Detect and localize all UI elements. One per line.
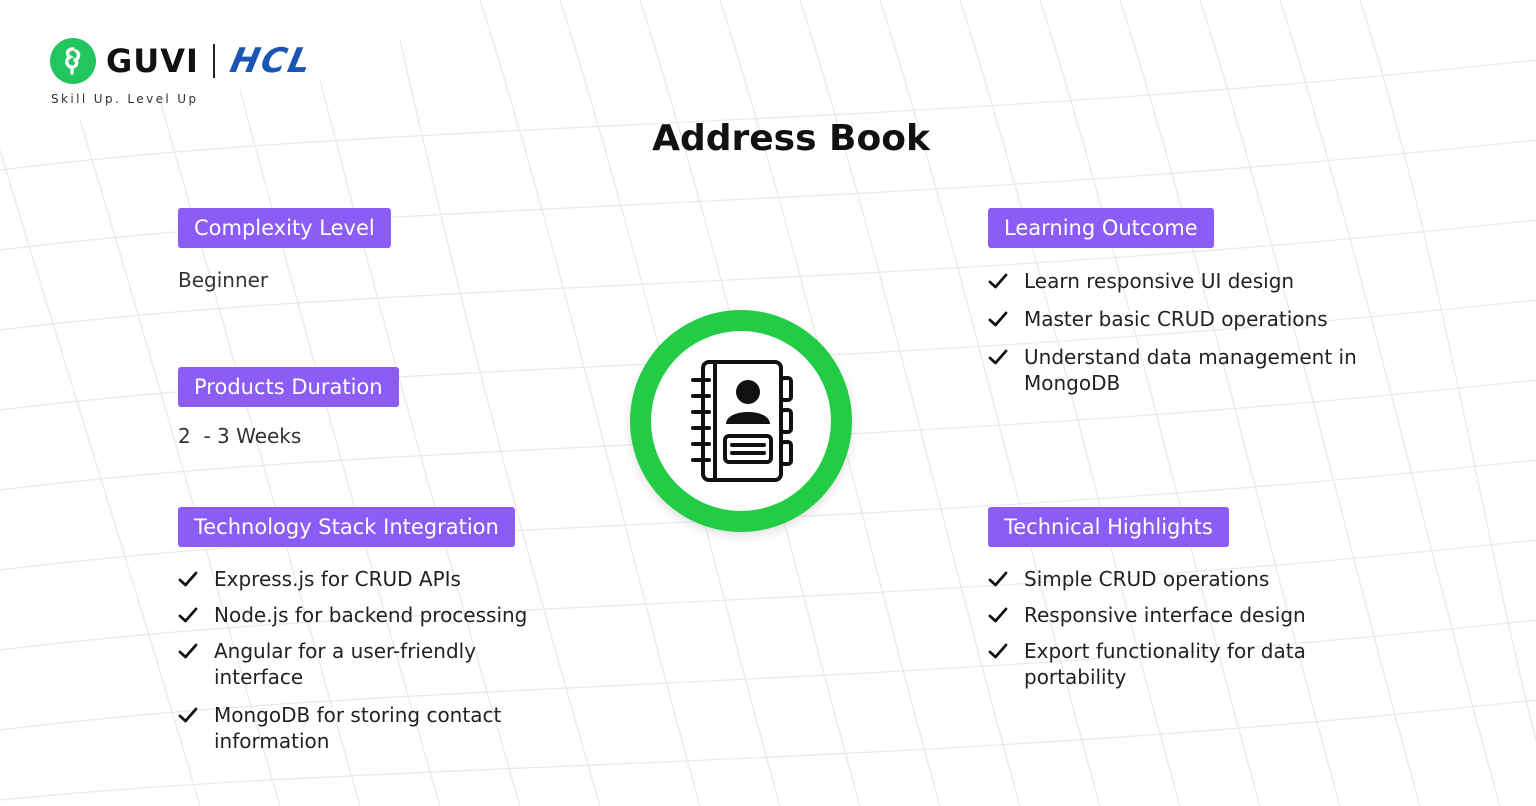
highlights-list: Simple CRUD operations Responsive interf… [988,566,1368,700]
list-item: Learn responsive UI design [988,268,1408,294]
learning-heading: Learning Outcome [988,208,1214,248]
complexity-heading: Complexity Level [178,208,391,248]
checkmark-icon [988,607,1008,623]
tech-stack-heading: Technology Stack Integration [178,507,515,547]
brand-logo[interactable]: GUVI HCL Skill Up. Level Up [50,38,316,106]
highlights-heading: Technical Highlights [988,507,1229,547]
guvi-wordmark: GUVI [106,42,199,80]
list-item: Understand data management in MongoDB [988,344,1408,396]
learning-list: Learn responsive UI design Master basic … [988,268,1408,406]
hcl-wordmark: HCL [226,41,317,81]
address-book-icon [691,360,793,482]
checkmark-icon [988,311,1008,327]
brand-tagline: Skill Up. Level Up [51,92,199,106]
duration-heading: Products Duration [178,367,399,407]
checkmark-icon [988,643,1008,659]
checkmark-icon [178,707,198,723]
list-item: Master basic CRUD operations [988,306,1408,332]
list-item: Responsive interface design [988,602,1368,628]
checkmark-icon [178,571,198,587]
guvi-logo-icon [50,38,96,84]
list-item: Express.js for CRUD APIs [178,566,558,592]
checkmark-icon [178,607,198,623]
list-item: Export functionality for data portabilit… [988,638,1368,690]
list-item: Simple CRUD operations [988,566,1368,592]
center-badge [630,310,852,532]
page-title: Address Book [652,118,930,159]
duration-value: 2 - 3 Weeks [178,424,302,448]
checkmark-icon [988,349,1008,365]
checkmark-icon [988,571,1008,587]
list-item: Angular for a user-friendly interface [178,638,558,690]
checkmark-icon [178,643,198,659]
complexity-value: Beginner [178,268,269,292]
logo-divider [212,44,215,78]
list-item: MongoDB for storing contact information [178,702,558,754]
list-item: Node.js for backend processing [178,602,558,628]
tech-stack-list: Express.js for CRUD APIs Node.js for bac… [178,566,558,764]
checkmark-icon [988,273,1008,289]
